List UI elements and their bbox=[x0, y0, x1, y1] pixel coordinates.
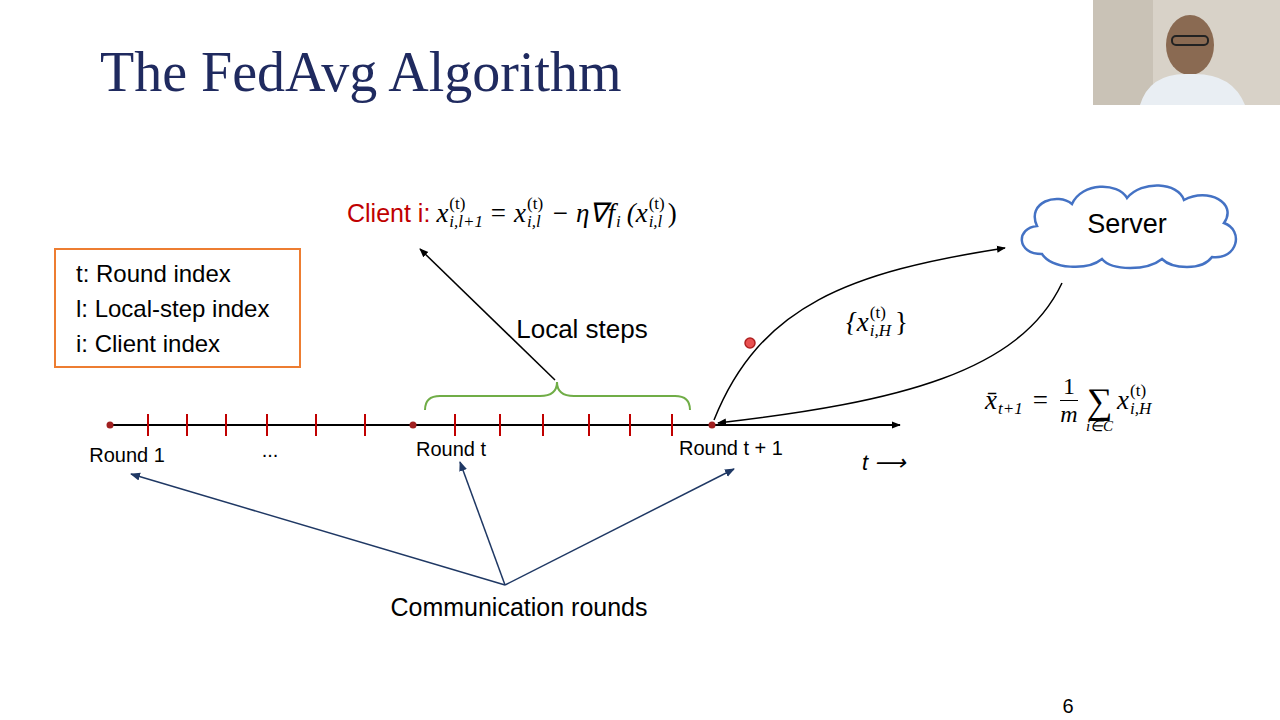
legend-box: t: Round indexl: Local-step indexi: Clie… bbox=[54, 248, 301, 368]
subscript: i,H bbox=[870, 322, 891, 340]
superscript: (t) bbox=[1130, 382, 1151, 400]
ellipsis: ... bbox=[262, 438, 279, 462]
subscript: i,l bbox=[649, 213, 665, 231]
update-rule: Client i:x(t)i,l+1= x(t)i,l− η∇fi(x(t)i,… bbox=[347, 195, 677, 231]
sum-limit: i∈C bbox=[1086, 419, 1113, 434]
round-label: Round t + 1 bbox=[679, 436, 783, 460]
subscript: i,l+1 bbox=[449, 213, 483, 231]
round-dots bbox=[107, 422, 716, 429]
round-label: Round 1 bbox=[89, 443, 165, 467]
legend-entry: i: Client index bbox=[76, 326, 299, 361]
caption-note: Communication rounds bbox=[390, 592, 647, 622]
round-label: Round t bbox=[416, 437, 486, 461]
script-stack: (t)i,l bbox=[527, 195, 543, 231]
fraction: 1m bbox=[1060, 373, 1078, 427]
legend-entry: t: Round index bbox=[76, 256, 299, 291]
sum-sign: ∑ bbox=[1087, 383, 1113, 419]
legend-entry: l: Local-step index bbox=[76, 291, 299, 326]
math-symbol: ) bbox=[668, 198, 677, 229]
script-stack: (t)i,l bbox=[649, 195, 665, 231]
math-symbol: x bbox=[436, 198, 448, 229]
math-symbol: {x bbox=[846, 307, 869, 338]
aggregation-rule: x̄t+1=1m∑i∈Cx(t)i,H bbox=[985, 373, 1151, 427]
local-step-ticks bbox=[148, 414, 672, 436]
broadcast-arrow bbox=[718, 283, 1062, 423]
summation: ∑i∈C bbox=[1086, 383, 1113, 434]
laser-pointer bbox=[745, 338, 755, 348]
local-steps-brace bbox=[425, 382, 690, 410]
math-symbol: } bbox=[895, 307, 908, 338]
subscript: i,l bbox=[527, 213, 543, 231]
numerator: 1 bbox=[1060, 373, 1078, 400]
math-symbol: x bbox=[1117, 385, 1129, 416]
math-symbol: (x bbox=[627, 198, 648, 229]
brace-label: Local steps bbox=[516, 314, 648, 345]
denominator: m bbox=[1060, 401, 1077, 427]
script-stack: (t)i,H bbox=[870, 304, 891, 340]
server-cloud: Server bbox=[1012, 178, 1242, 270]
math-symbol: − η∇f bbox=[551, 197, 615, 229]
subscript: i,H bbox=[1130, 400, 1151, 418]
communication-arrows bbox=[131, 462, 734, 585]
webcam-inset bbox=[1093, 0, 1280, 105]
math-symbol: = x bbox=[489, 198, 526, 229]
superscript: (t) bbox=[527, 195, 543, 213]
axis-label: t ⟶ bbox=[862, 450, 906, 476]
client-label: Client i: bbox=[347, 199, 430, 228]
superscript: (t) bbox=[870, 304, 891, 322]
math-symbol: = bbox=[1033, 385, 1048, 416]
subscript: i bbox=[616, 212, 621, 232]
superscript: (t) bbox=[649, 195, 665, 213]
slide-title: The FedAvg Algorithm bbox=[100, 40, 622, 104]
uploaded-models: {x(t)i,H} bbox=[846, 304, 908, 340]
upload-arrow bbox=[714, 248, 1005, 420]
subscript: t+1 bbox=[998, 399, 1023, 419]
math-symbol: x̄ bbox=[985, 385, 997, 416]
script-stack: (t)i,H bbox=[1130, 382, 1151, 418]
superscript: (t) bbox=[449, 195, 483, 213]
page-number: 6 bbox=[1062, 694, 1073, 718]
server-label: Server bbox=[1087, 209, 1167, 240]
script-stack: (t)i,l+1 bbox=[449, 195, 483, 231]
timeline-axis bbox=[110, 424, 900, 426]
